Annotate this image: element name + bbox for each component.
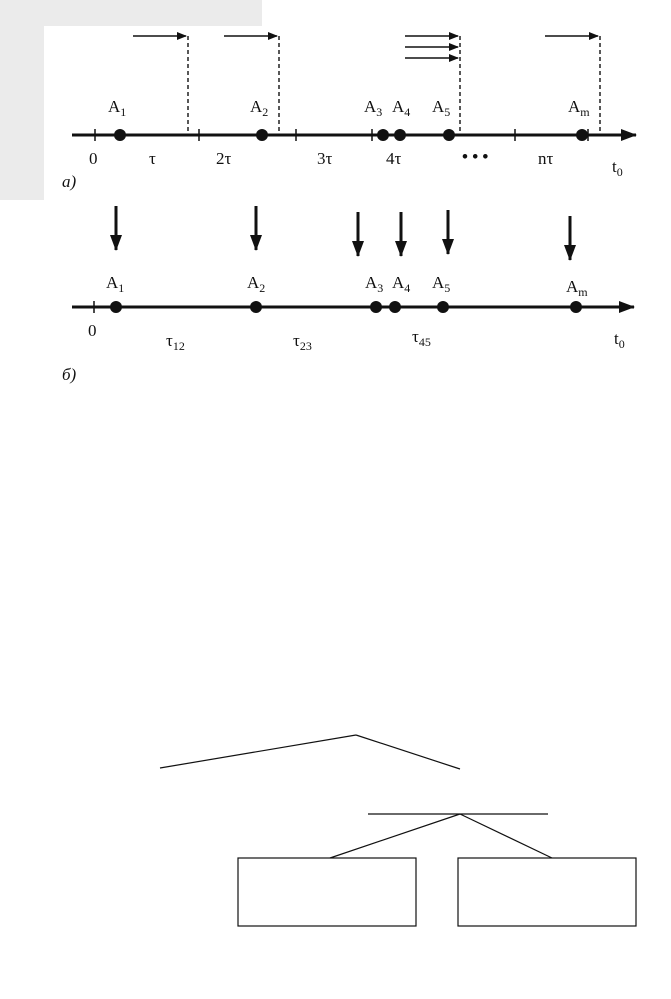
axis-label: t0 <box>612 157 623 179</box>
event-label: A4 <box>392 273 410 295</box>
event-label: A3 <box>365 273 383 295</box>
panel-label-a: а) <box>62 172 77 191</box>
tree-box-right <box>457 857 637 927</box>
tree-branch <box>355 734 461 770</box>
event-dot <box>394 129 406 141</box>
event-label: A4 <box>392 97 410 119</box>
event-label: A5 <box>432 273 450 295</box>
interval-label: τ45 <box>412 327 431 349</box>
event-dots-b <box>110 301 582 313</box>
event-dot <box>570 301 582 313</box>
tree-branch <box>159 734 357 769</box>
event-dot <box>114 129 126 141</box>
tree-branch <box>459 813 553 859</box>
origin-label: 0 <box>88 321 97 340</box>
hierarchy-tree <box>159 734 637 927</box>
interval-label: 3τ <box>317 149 333 168</box>
tree-branch <box>329 813 461 859</box>
event-dot <box>443 129 455 141</box>
event-label: Am <box>566 277 588 299</box>
interval-label: nτ <box>538 149 554 168</box>
event-dot <box>389 301 401 313</box>
event-dot <box>377 129 389 141</box>
interval-label: 4τ <box>386 149 402 168</box>
period-boundaries <box>187 36 601 135</box>
event-label: A3 <box>364 97 382 119</box>
event-label: A1 <box>108 97 126 119</box>
event-dots-a <box>114 129 588 141</box>
axis-label: t0 <box>614 329 625 351</box>
demand-arrows <box>110 206 576 261</box>
event-label: A2 <box>247 273 265 295</box>
event-label: Am <box>568 97 590 119</box>
panel-label-b: б) <box>62 365 77 384</box>
interval-label: τ12 <box>166 331 185 353</box>
event-dot <box>437 301 449 313</box>
event-dot <box>256 129 268 141</box>
event-dot <box>110 301 122 313</box>
interval-label: 2τ <box>216 149 232 168</box>
period-arrows <box>133 32 599 62</box>
event-dot <box>250 301 262 313</box>
ellipsis: • • • <box>462 147 488 166</box>
event-dot <box>576 129 588 141</box>
interval-label: τ23 <box>293 331 312 353</box>
timeline-a-ticks <box>94 129 589 141</box>
event-dot <box>370 301 382 313</box>
event-label: A5 <box>432 97 450 119</box>
event-label: A2 <box>250 97 268 119</box>
page-corner-shade <box>0 0 262 200</box>
interval-label: τ <box>149 149 156 168</box>
tree-box-left <box>237 857 417 927</box>
timeline-b: A1 A2 A3 A4 A5 Am 0 τ12 τ23 τ45 t0 б) <box>62 206 635 384</box>
timeline-a: A1 A2 A3 A4 A5 Am 0 τ 2τ 3τ 4τ • • • nτ … <box>62 32 637 191</box>
event-label: A1 <box>106 273 124 295</box>
interval-label: 0 <box>89 149 98 168</box>
